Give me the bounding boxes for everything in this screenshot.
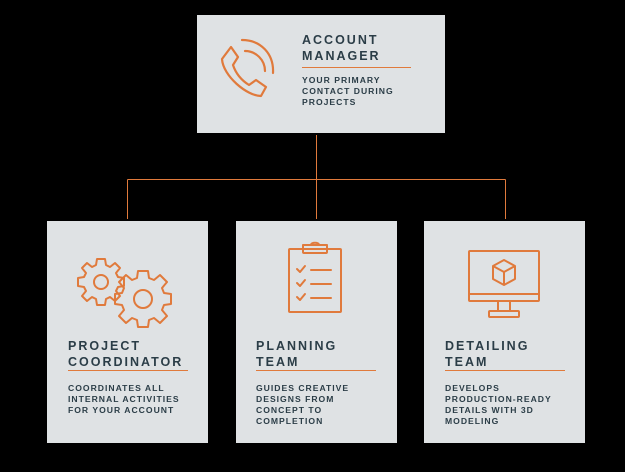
team-title-rule xyxy=(445,370,565,371)
gears-icon xyxy=(77,254,173,328)
team-title: PROJECT COORDINATOR xyxy=(68,339,184,369)
clipboard-checklist-icon xyxy=(287,241,343,315)
account-manager-title: ACCOUNT MANAGER xyxy=(302,33,381,63)
account-manager-card: ACCOUNT MANAGER YOUR PRIMARY CONTACT DUR… xyxy=(197,15,445,133)
team-title: DETAILING TEAM xyxy=(445,339,530,369)
team-description: DEVELOPS PRODUCTION-READY DETAILS WITH 3… xyxy=(445,383,552,426)
team-title-rule xyxy=(68,370,188,371)
account-manager-rule xyxy=(302,67,411,68)
account-manager-description: YOUR PRIMARY CONTACT DURING PROJECTS xyxy=(302,75,394,107)
team-description: GUIDES CREATIVE DESIGNS FROM CONCEPT TO … xyxy=(256,383,350,426)
monitor-cube-icon xyxy=(468,249,540,321)
team-title: PLANNING TEAM xyxy=(256,339,338,369)
team-title-rule xyxy=(256,370,376,371)
project-coordinator-card: PROJECT COORDINATOR COORDINATES ALL INTE… xyxy=(47,221,208,443)
phone-icon xyxy=(217,38,275,105)
team-description: COORDINATES ALL INTERNAL ACTIVITIES FOR … xyxy=(68,383,180,415)
planning-team-card: PLANNING TEAM GUIDES CREATIVE DESIGNS FR… xyxy=(236,221,397,443)
detailing-team-card: DETAILING TEAM DEVELOPS PRODUCTION-READY… xyxy=(424,221,585,443)
